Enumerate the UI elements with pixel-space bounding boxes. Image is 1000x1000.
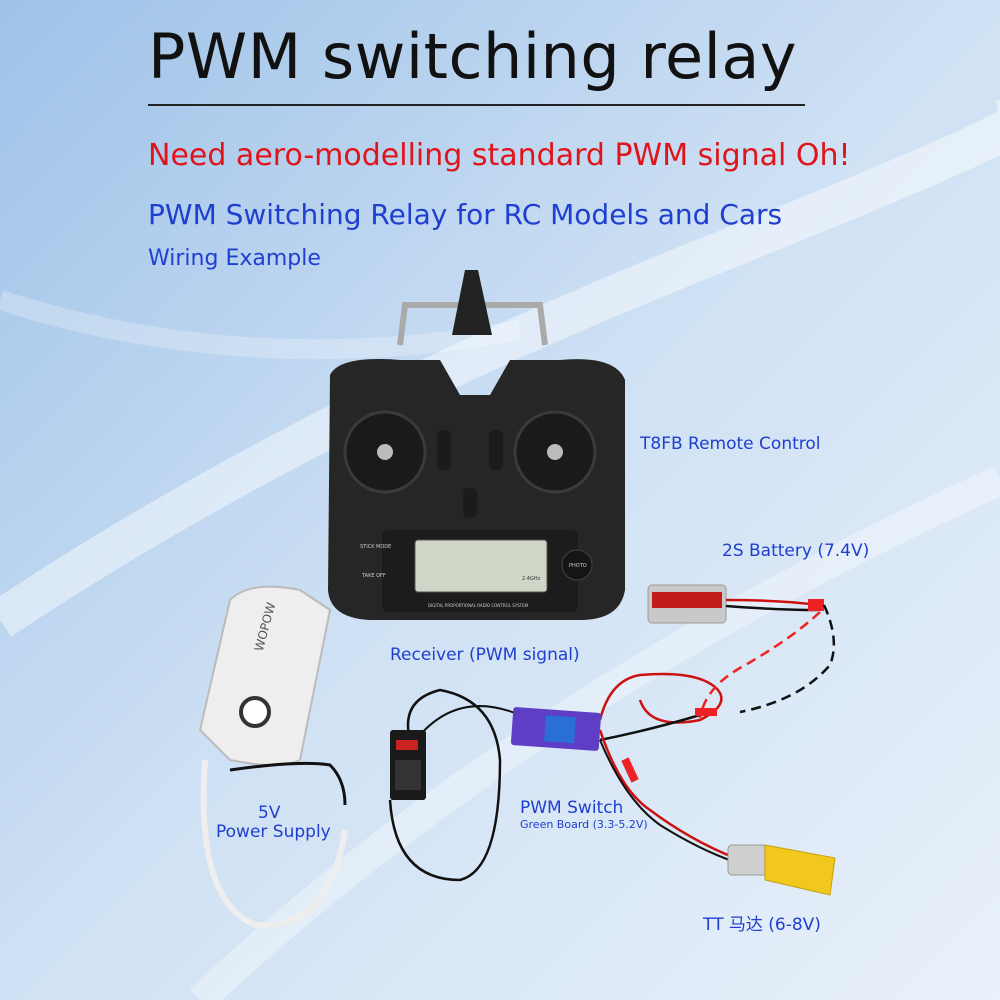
warning-text: Need aero-modelling standard PWM signal … (148, 138, 851, 173)
lcd-screen (414, 539, 548, 593)
title-divider (148, 104, 805, 106)
wiring-example-caption: Wiring Example (148, 246, 321, 271)
panel-label: DIGITAL PROPORTIONAL RADIO CONTROL SYSTE… (428, 603, 529, 608)
remote-controller: STICK MODE TAKE OFF PHOTO DIGITAL PROPOR… (328, 270, 625, 620)
pwm-switch-sublabel: Green Board (3.3-5.2V) (520, 818, 648, 831)
battery (647, 584, 824, 624)
photo-button (561, 549, 593, 581)
tt-motor (727, 844, 836, 896)
subtitle: PWM Switching Relay for RC Models and Ca… (148, 198, 783, 231)
photo-label: PHOTO (569, 563, 587, 569)
remote-label: T8FB Remote Control (640, 434, 821, 454)
page-title: PWM switching relay (148, 20, 798, 93)
pwm-switch-board (510, 707, 602, 751)
take-off-label: TAKE OFF (361, 573, 386, 579)
battery-label: 2S Battery (7.4V) (722, 541, 870, 561)
power-bank: WOPOW (198, 585, 332, 766)
pwm-switch-label: PWM Switch (520, 798, 624, 818)
power-supply-label: Power Supply (216, 822, 331, 842)
band-label: 2.4GHz (522, 576, 541, 582)
stick-mode-label: STICK MODE (360, 544, 391, 550)
power-supply-voltage-label: 5V (258, 803, 281, 823)
antenna (452, 270, 492, 335)
motor-label: TT 马达 (6-8V) (703, 915, 821, 935)
receiver-label: Receiver (PWM signal) (390, 645, 580, 665)
receiver (390, 730, 426, 800)
